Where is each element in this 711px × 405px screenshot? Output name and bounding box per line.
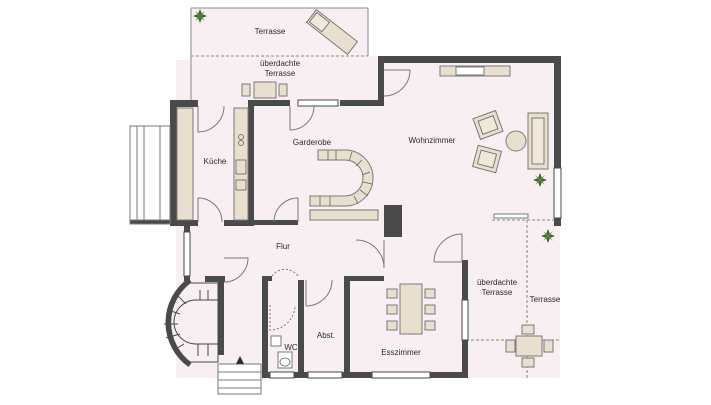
- wc-basin: [270, 335, 282, 347]
- label-wohnzimmer: Wohnzimmer: [408, 136, 456, 145]
- wall-top-kitchen: [170, 100, 198, 107]
- wall-kitchen-bottom: [170, 220, 198, 226]
- door-living-flur: [355, 239, 385, 269]
- wc-fixtures: [270, 335, 293, 369]
- label-garderobe: Garderobe: [292, 138, 332, 147]
- dining-table: [399, 283, 423, 335]
- label-terrasse-right: Terrasse: [529, 295, 561, 304]
- garderobe-staircase: [309, 149, 379, 221]
- counter-left: [176, 107, 194, 221]
- kitchen-counters: [176, 107, 249, 221]
- wall-wc-right: [298, 280, 304, 378]
- patio-table: [515, 335, 543, 357]
- wall-kitchen-bottom-b: [224, 220, 254, 226]
- coffee-table: [505, 130, 527, 152]
- wall-wc-left: [262, 280, 268, 378]
- counter-right: [233, 107, 249, 221]
- plant-icon-3: [541, 229, 555, 243]
- door-wc: [269, 304, 296, 331]
- wall-bottom: [262, 372, 467, 378]
- wall-stair-top: [205, 276, 225, 282]
- terrace-top-furniture: [241, 8, 359, 99]
- label-terrasse-top: Terrasse: [254, 27, 286, 36]
- door-entry: [223, 257, 249, 283]
- windows: [183, 99, 562, 379]
- wall-left-kitchen: [170, 100, 177, 225]
- plant-icon-2: [533, 173, 547, 187]
- label-esszimmer: Esszimmer: [381, 348, 421, 357]
- door-terrace-right: [433, 233, 463, 263]
- wall-garderobe-right: [378, 56, 384, 106]
- door-garderobe: [289, 105, 315, 131]
- label-wc: WC: [284, 343, 298, 352]
- entrance-steps: [217, 356, 262, 395]
- label-ueberdachte-terrasse-top: überdachte Terrasse: [259, 59, 301, 78]
- bistro-table: [253, 81, 277, 99]
- label-ueberdachte-terrasse-right: überdachte Terrasse: [476, 278, 518, 297]
- door-kitchen-bottom: [197, 197, 223, 223]
- wall-right: [554, 56, 561, 226]
- label-kueche: Küche: [203, 157, 227, 166]
- label-flur: Flur: [276, 242, 290, 251]
- wall-chimney: [384, 205, 402, 237]
- wall-flur-mid: [262, 276, 272, 281]
- door-abst: [305, 279, 333, 307]
- wall-kitchen-right: [248, 100, 254, 225]
- door-garderobe-bottom: [273, 197, 299, 223]
- wall-ess-top: [344, 276, 384, 281]
- left-balcony: [129, 125, 171, 225]
- dining-furniture: [386, 283, 436, 335]
- wall-garderobe-top-a: [248, 100, 290, 106]
- doors: [197, 69, 529, 331]
- label-abst: Abst.: [316, 331, 336, 340]
- door-kitchen: [197, 105, 225, 133]
- terrace-right-furniture: [505, 324, 554, 368]
- wall-garderobe-bottom: [248, 220, 298, 225]
- wall-abst-right: [344, 280, 350, 378]
- plants: [193, 9, 555, 243]
- living-furniture: [439, 65, 549, 174]
- wall-top-right: [378, 56, 560, 63]
- wall-stair-right: [218, 280, 224, 355]
- wall-garderobe-top-b: [340, 100, 384, 106]
- plant-icon-1: [193, 9, 207, 23]
- door-wohnzimmer: [383, 69, 411, 97]
- entry-staircase: [164, 277, 219, 368]
